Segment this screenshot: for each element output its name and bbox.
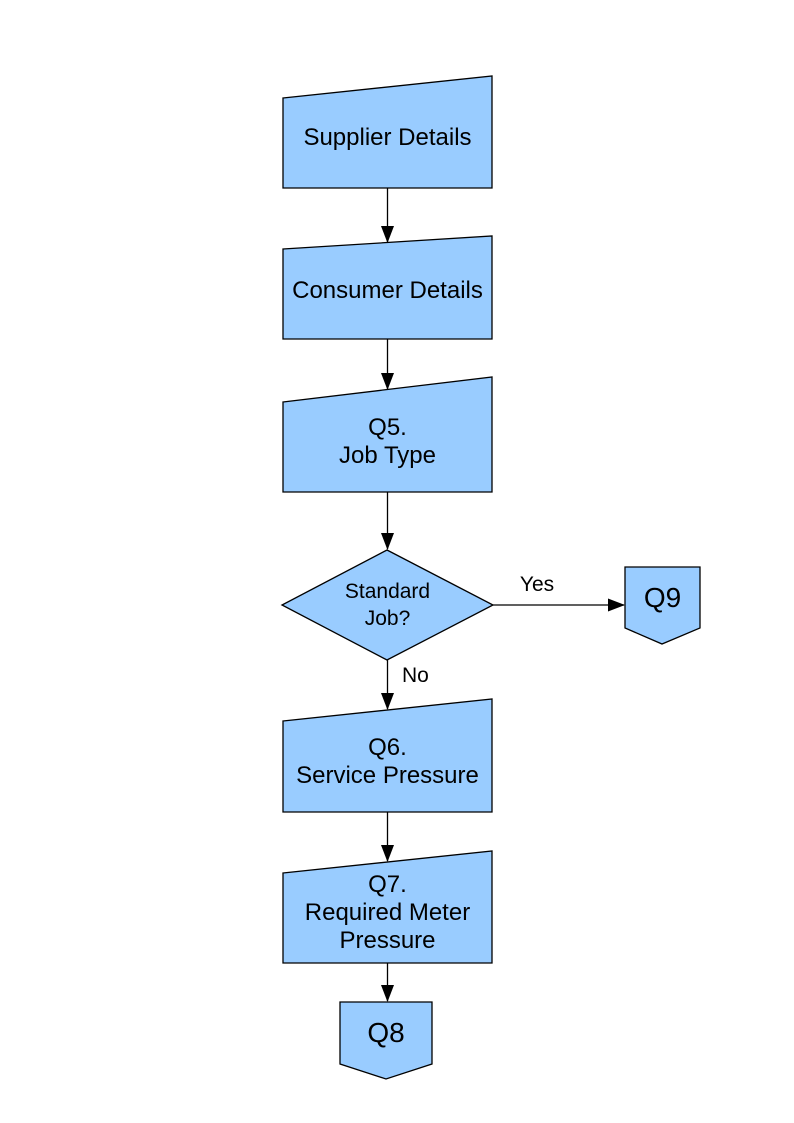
- node-q8-offpage-connector: [339, 1001, 433, 1080]
- node-q6-service-pressure: [282, 698, 493, 813]
- node-supplier-details: [282, 75, 493, 189]
- node-q9-offpage-connector: [624, 566, 701, 645]
- node-q7-required-meter-pressure: [282, 850, 493, 964]
- node-standard-job-decision: [280, 549, 495, 661]
- node-q5-job-type: [282, 376, 493, 493]
- node-consumer-details: [282, 235, 493, 340]
